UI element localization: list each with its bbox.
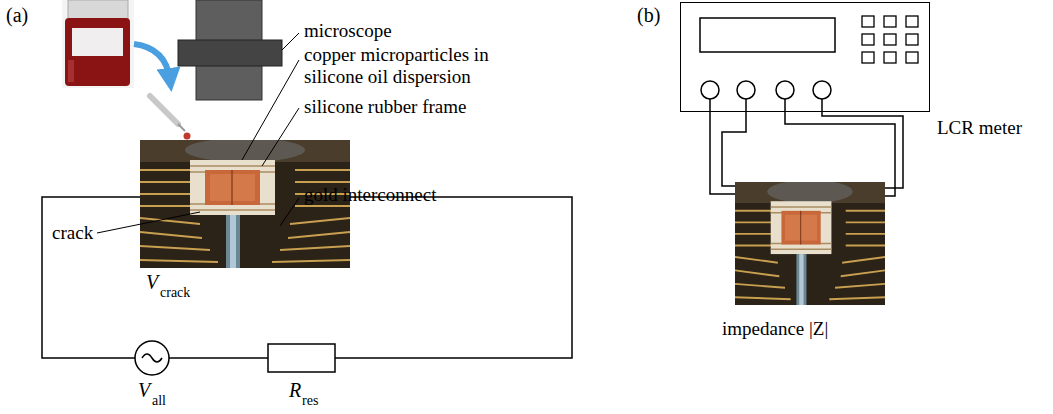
panel-label: (b) <box>637 4 660 27</box>
subscript: res <box>302 393 318 409</box>
measurement-wire <box>710 99 903 196</box>
part-label: crack <box>52 222 93 244</box>
subscript: crack <box>160 285 190 301</box>
resistance-symbol: R <box>289 379 301 402</box>
resistor-symbol <box>268 344 335 372</box>
voltage-symbol: V <box>146 271 158 294</box>
subscript: all <box>152 393 166 409</box>
chip-photo <box>735 180 885 305</box>
vial-photo <box>62 0 134 88</box>
leader-line <box>97 33 299 233</box>
transfer-arrow <box>134 44 170 80</box>
lcr-meter-face <box>700 16 918 99</box>
instrument-box: LCR meter <box>680 2 930 112</box>
part-label: gold interconnect <box>304 184 436 206</box>
part-label: silicone rubber frame <box>304 96 466 118</box>
ac-source-symbol <box>135 341 169 375</box>
part-label: microscope <box>304 20 392 42</box>
voltage-symbol: V <box>138 379 150 402</box>
pipette <box>150 96 191 140</box>
microscope-symbol <box>178 0 282 100</box>
part-label: copper microparticles in silicone oil di… <box>304 44 532 88</box>
panel-label: (a) <box>6 4 28 27</box>
instrument-label: LCR meter <box>937 117 1022 139</box>
quantity-label: impedance |Z| <box>722 318 828 340</box>
